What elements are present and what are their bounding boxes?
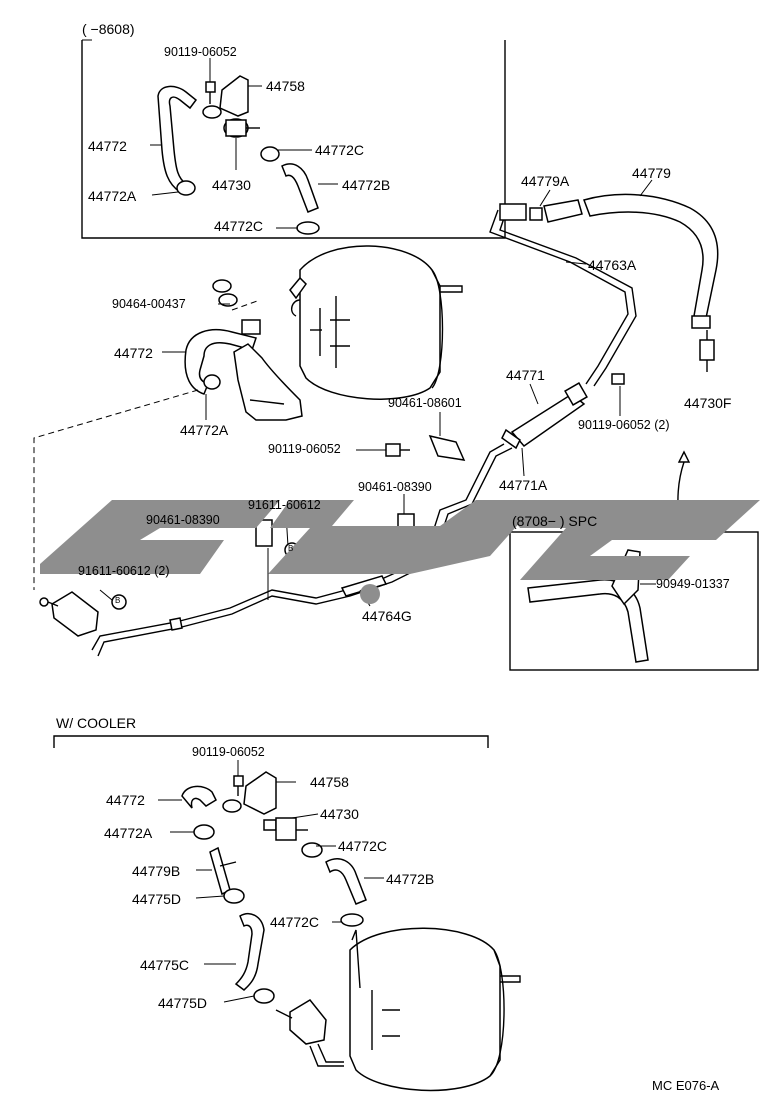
marker-b-label-2: B: [115, 596, 121, 605]
diagram-code: MC E076-A: [652, 1078, 720, 1093]
label-44772A-main: 44772A: [180, 422, 229, 438]
label-44730-cooler: 44730: [320, 806, 359, 822]
label-44771A: 44771A: [499, 477, 548, 493]
label-90464-00437: 90464-00437: [112, 297, 186, 311]
label-91611-60612-2: 91611-60612 (2): [78, 564, 170, 578]
top-box-header: ( −8608): [82, 21, 135, 37]
label-44730-top: 44730: [212, 177, 251, 193]
label-90461-08601: 90461-08601: [388, 396, 462, 410]
label-44730F: 44730F: [684, 395, 732, 411]
label-44772B-top: 44772B: [342, 177, 391, 193]
label-44779A: 44779A: [521, 173, 570, 189]
label-44772C-cooler-bottom: 44772C: [270, 914, 320, 930]
label-44772C-cooler: 44772C: [338, 838, 388, 854]
label-44771: 44771: [506, 367, 545, 383]
label-44758-cooler: 44758: [310, 774, 349, 790]
cooler-header: W/ COOLER: [56, 715, 137, 731]
brake-booster: [289, 245, 463, 400]
label-90461-08390-left: 90461-08390: [146, 513, 220, 527]
label-44779B-cooler: 44779B: [132, 863, 181, 879]
label-44772A-cooler: 44772A: [104, 825, 153, 841]
label-90119-06052-cooler: 90119-06052: [192, 745, 265, 759]
main-hoses: [33, 279, 303, 590]
label-44772B-cooler: 44772B: [386, 871, 435, 887]
label-44775D-cooler-bottom: 44775D: [158, 995, 208, 1011]
label-90949-01337: 90949-01337: [656, 577, 730, 591]
cooler-frame: [53, 735, 489, 748]
top-box-parts: [150, 58, 338, 235]
label-44764G: 44764G: [362, 608, 412, 624]
label-44758-top: 44758: [266, 78, 305, 94]
label-44772A-top: 44772A: [88, 188, 137, 204]
label-44779: 44779: [632, 165, 671, 181]
label-44772C-top: 44772C: [315, 142, 365, 158]
label-44775C-cooler: 44775C: [140, 957, 190, 973]
label-90461-08390-right: 90461-08390: [358, 480, 432, 494]
top-box-frame: [81, 39, 506, 239]
label-44775D-cooler: 44775D: [132, 891, 182, 907]
marker-b-label: B: [288, 544, 294, 553]
label-44772-cooler: 44772: [106, 792, 145, 808]
label-90119-06052-main: 90119-06052: [268, 442, 341, 456]
label-90119-06052-top: 90119-06052: [164, 45, 237, 59]
label-91611-60612: 91611-60612: [248, 498, 321, 512]
label-44763A: 44763A: [588, 257, 637, 273]
cooler-parts: [158, 760, 521, 1092]
spc-box-header: (8708− ) SPC: [512, 513, 598, 529]
label-44772-main: 44772: [114, 345, 153, 361]
label-44772C-top-bottom: 44772C: [214, 218, 264, 234]
watermark-logo: [40, 500, 760, 604]
label-90119-06052-2: 90119-06052 (2): [578, 418, 670, 432]
label-44772-top: 44772: [88, 138, 127, 154]
